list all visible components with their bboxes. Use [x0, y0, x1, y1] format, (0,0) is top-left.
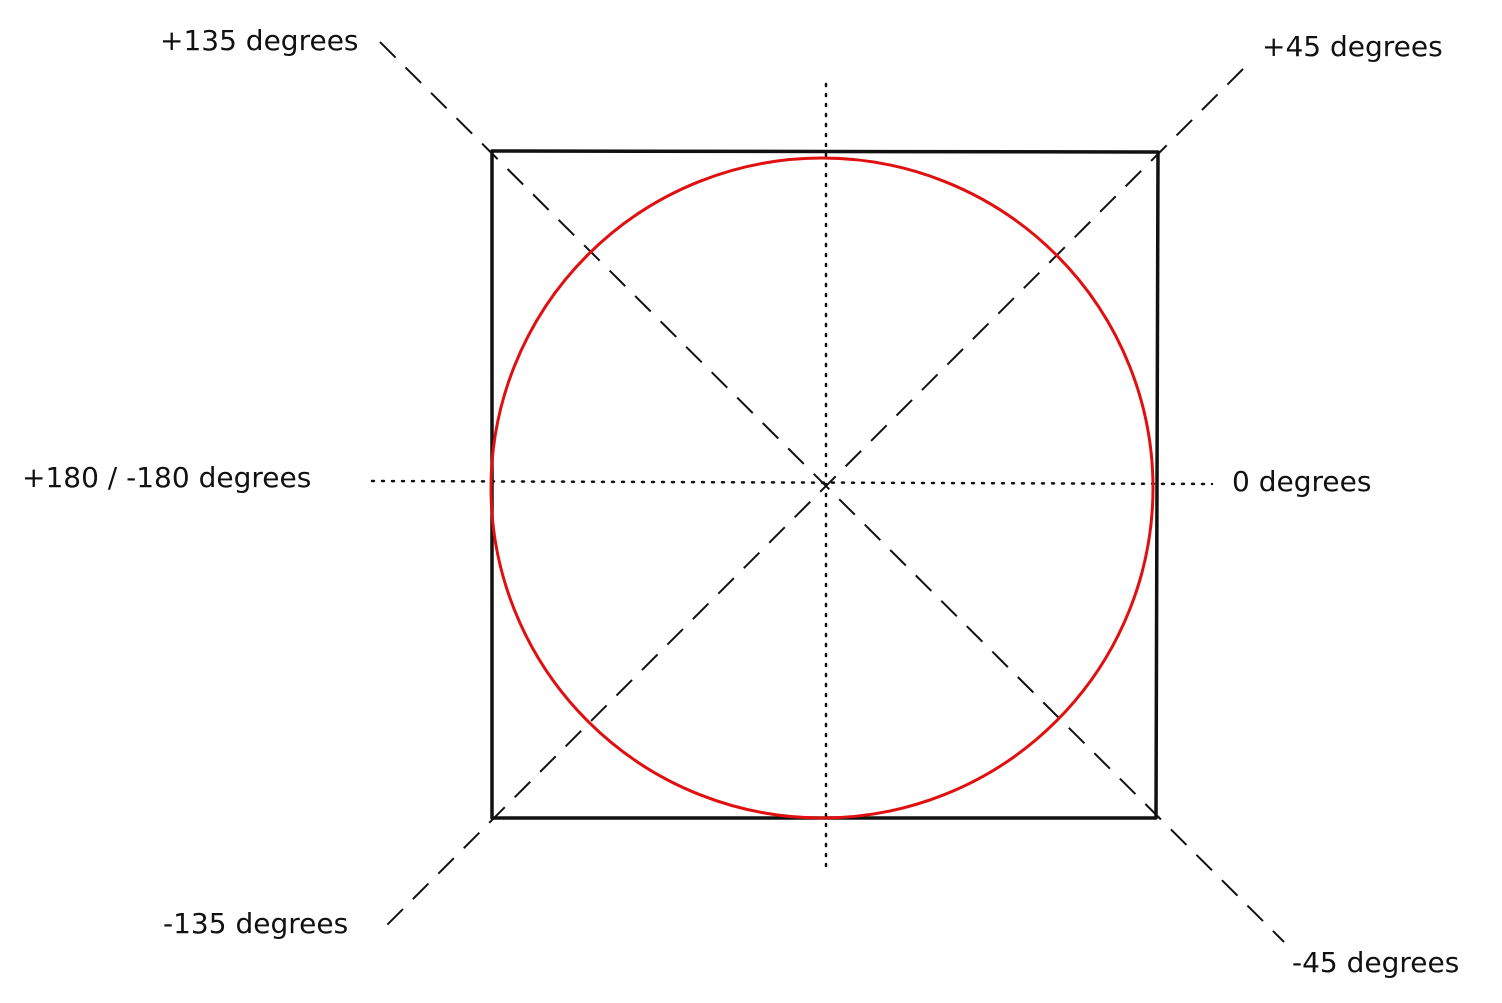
label-180-degrees: +180 / -180 degrees	[22, 461, 311, 494]
label-0-degrees: 0 degrees	[1232, 465, 1371, 498]
label-minus-45-degrees: -45 degrees	[1292, 946, 1459, 979]
label-minus-135-degrees: -135 degrees	[163, 907, 348, 940]
diagonal-135-to-minus45-dashed	[379, 41, 1285, 943]
inscribed-circle	[489, 156, 1155, 820]
bounding-square	[490, 149, 1160, 820]
label-plus-45-degrees: +45 degrees	[1262, 30, 1443, 63]
label-plus-135-degrees: +135 degrees	[160, 24, 359, 57]
horizontal-axis-dotted	[370, 479, 1214, 486]
diagonal-45-to-minus135-dashed	[384, 68, 1244, 928]
